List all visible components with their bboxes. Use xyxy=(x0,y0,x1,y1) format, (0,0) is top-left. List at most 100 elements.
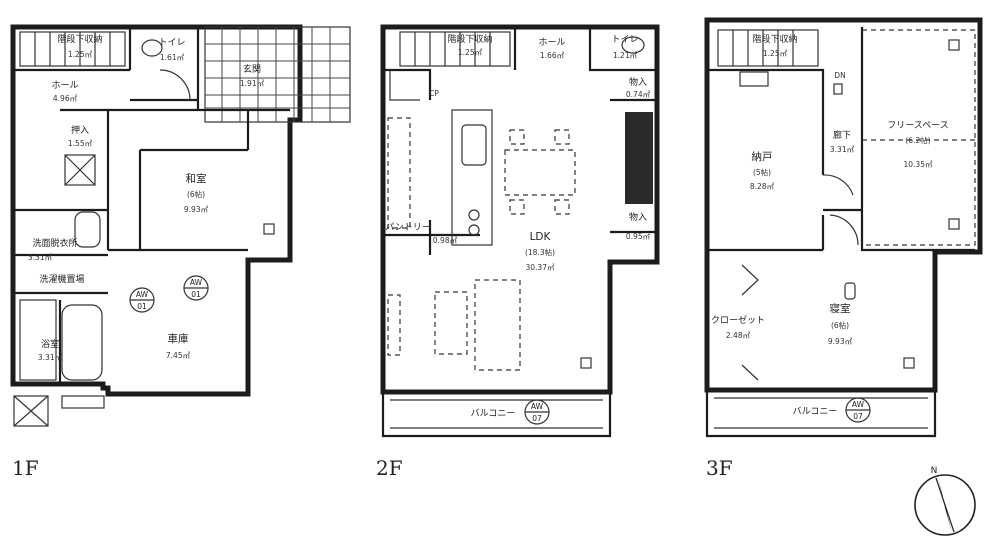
size-japanese-room: (6帖) xyxy=(187,189,205,199)
interior-walls-1f xyxy=(13,27,290,384)
staircase-1f xyxy=(19,31,126,67)
size-bedroom: (6帖) xyxy=(831,320,849,330)
compass: N xyxy=(914,466,976,536)
aw-3f-top: AW xyxy=(852,400,865,409)
plan-3f: AW 07 階段下収納 1.25㎡ DN 納戸 (5帖) 8.28㎡ 廊下 3.… xyxy=(704,17,983,480)
dn-icon xyxy=(833,83,843,95)
area-storage-1-2f: 0.74㎡ xyxy=(626,90,651,99)
interior-walls-2f xyxy=(383,27,657,255)
aw-2-bottom: 01 xyxy=(137,302,147,311)
label-pantry: パントリー xyxy=(385,222,430,233)
exterior-unit-2 xyxy=(61,395,105,409)
porch-tile-grid xyxy=(204,26,351,123)
area-hallway-3f: 3.31㎡ xyxy=(830,145,855,154)
exterior-unit-1 xyxy=(13,395,49,427)
outlet-icon-3f-3 xyxy=(903,357,915,369)
outlet-icon-3f-2 xyxy=(948,218,960,230)
label-nando: 納戸 xyxy=(752,150,773,163)
label-balcony-2f: バルコニー xyxy=(471,408,516,419)
area-stair-storage-2f: 1.25㎡ xyxy=(458,48,483,57)
area-ldk: 30.37㎡ xyxy=(526,263,555,272)
outlet-icon-2f xyxy=(580,357,592,369)
fixture-icon-3f xyxy=(844,282,856,300)
aw-2-top: AW xyxy=(136,290,149,299)
area-closet-1f: 1.55㎡ xyxy=(68,139,93,148)
label-japanese-room: 和室 xyxy=(186,172,207,185)
area-hall-2f: 1.66㎡ xyxy=(540,51,565,60)
label-closet-3f: クローゼット xyxy=(711,314,765,326)
area-bedroom: 9.93㎡ xyxy=(828,337,853,346)
label-cp: CP xyxy=(429,89,439,98)
closet-door-icon-1 xyxy=(741,264,759,296)
back-cabinet xyxy=(625,112,653,204)
sofa xyxy=(474,279,521,371)
door-swing-icon xyxy=(159,69,191,101)
bathtub-icon xyxy=(61,304,103,381)
area-storage-2-2f: 0.95㎡ xyxy=(626,232,651,241)
aw-2f-top: AW xyxy=(531,402,544,411)
size-free-space: (6.2帖) xyxy=(905,135,930,145)
outlet-icon xyxy=(263,223,275,235)
size-ldk: (18.3帖) xyxy=(525,247,555,257)
label-stair-storage-2f: 階段下収納 xyxy=(447,33,492,45)
plan-2f: AW 07 階段下収納 1.25㎡ ホール 1.66㎡ トイレ 1.21㎡ 物入… xyxy=(376,24,660,480)
stove-icon xyxy=(468,209,480,221)
dining-table xyxy=(504,149,576,196)
area-bath: 3.31㎡ xyxy=(38,353,63,362)
label-storage-1-2f: 物入 xyxy=(629,76,647,88)
area-toilet-2f: 1.21㎡ xyxy=(613,51,638,60)
door-swing-3f-2 xyxy=(829,214,859,246)
sink-icon xyxy=(461,124,487,166)
closet-door-icon-2 xyxy=(741,364,759,381)
label-closet-1f: 押入 xyxy=(71,124,89,136)
pantry-shelf xyxy=(387,117,411,229)
kitchen-counter xyxy=(451,109,493,246)
label-stair-storage-3f: 階段下収納 xyxy=(752,33,797,45)
compass-north-label: N xyxy=(931,466,938,476)
area-stair-storage-3f: 1.25㎡ xyxy=(763,49,788,58)
area-washroom: 3.31㎡ xyxy=(28,253,53,262)
label-entrance: 玄関 xyxy=(243,63,261,75)
label-garage: 車庫 xyxy=(168,332,189,345)
floor-label-2f: 2F xyxy=(376,456,403,480)
area-stair-storage-1f: 1.25㎡ xyxy=(68,50,93,59)
label-hallway-3f: 廊下 xyxy=(833,129,851,141)
size-nando: (5帖) xyxy=(753,167,771,177)
label-bedroom: 寝室 xyxy=(830,302,851,315)
balcony-3f xyxy=(705,390,937,438)
aw-1-bottom: 01 xyxy=(191,290,201,299)
area-free-space: 10.35㎡ xyxy=(904,160,933,169)
outlet-icon-3f-1 xyxy=(948,39,960,51)
area-nando: 8.28㎡ xyxy=(750,182,775,191)
laundry-unit-icon xyxy=(64,154,96,186)
toilet-fixture-1f xyxy=(141,39,163,57)
aw-3f-bottom: 07 xyxy=(853,412,863,421)
aw-1-top: AW xyxy=(190,278,203,287)
area-garage: 7.45㎡ xyxy=(166,351,191,360)
area-entrance: 1.91㎡ xyxy=(240,79,265,88)
label-laundry: 洗濯機置場 xyxy=(39,273,84,285)
label-hall-2f: ホール xyxy=(538,37,565,48)
interior-walls-3f xyxy=(707,27,975,252)
balcony-2f xyxy=(381,392,612,438)
label-bath: 浴室 xyxy=(41,338,59,350)
label-free-space: フリースペース xyxy=(887,121,948,131)
label-storage-2-2f: 物入 xyxy=(629,211,647,223)
coffee-table xyxy=(434,291,468,355)
staircase-3f xyxy=(717,29,819,87)
label-hall-1f: ホール xyxy=(51,80,78,91)
floor-label-1f: 1F xyxy=(12,456,39,480)
label-toilet-2f: トイレ xyxy=(611,35,638,45)
label-ldk: LDK xyxy=(530,231,552,243)
area-hall-1f: 4.96㎡ xyxy=(53,94,78,103)
outer-wall-1f xyxy=(10,24,303,397)
label-washroom: 洗面脱衣所 xyxy=(32,237,77,249)
free-space-outline xyxy=(862,29,976,246)
label-dn: DN xyxy=(834,71,845,80)
toilet-fixture-2f xyxy=(621,36,645,54)
bath-wash-area xyxy=(19,299,57,381)
area-pantry: 0.98㎡ xyxy=(433,236,458,245)
area-closet-3f: 2.48㎡ xyxy=(726,331,751,340)
